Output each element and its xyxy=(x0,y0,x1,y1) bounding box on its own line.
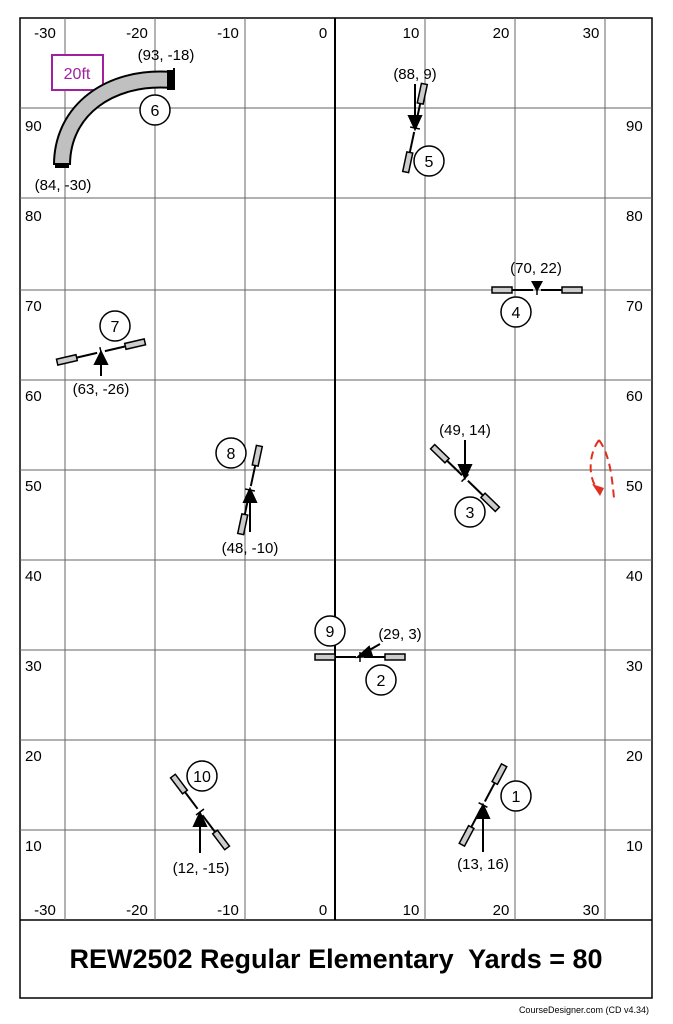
obstacle-number-4: 4 xyxy=(512,305,521,322)
y-tick-left: 80 xyxy=(25,208,42,225)
number-circle-10 xyxy=(186,760,218,792)
x-tick-top: 20 xyxy=(493,25,510,42)
obstacle-number-7: 7 xyxy=(111,319,120,336)
obstacle-number-8: 8 xyxy=(227,446,236,463)
y-tick-right: 30 xyxy=(626,658,643,675)
x-tick-bottom: 20 xyxy=(493,902,510,919)
footer-credit: CourseDesigner.com (CD v4.34) xyxy=(518,1005,649,1015)
obstacle-number-2: 2 xyxy=(377,673,386,690)
obstacle-number-10: 10 xyxy=(193,769,211,786)
y-tick-right: 80 xyxy=(626,208,643,225)
x-tick-bottom: 10 xyxy=(403,902,420,919)
y-tick-left: 50 xyxy=(25,478,42,495)
direction-arrows xyxy=(93,84,543,853)
x-tick-top: -10 xyxy=(217,25,239,42)
coord-label-4: (70, 22) xyxy=(510,260,562,277)
number-circle-9 xyxy=(314,615,346,647)
coord-label-6: (93, -18) xyxy=(138,47,195,64)
y-tick-left: 40 xyxy=(25,568,42,585)
x-tick-top: 0 xyxy=(319,25,327,42)
handler-path-loop xyxy=(589,439,615,499)
coord-label-1: (13, 16) xyxy=(457,856,509,873)
coord-label-3: (49, 14) xyxy=(439,422,491,439)
number-circle-8 xyxy=(215,437,247,469)
tunnel-6 xyxy=(53,68,175,168)
y-tick-right: 90 xyxy=(626,118,643,135)
x-tick-bottom: -10 xyxy=(217,902,239,919)
x-tick-bottom: 30 xyxy=(583,902,600,919)
course-title: REW2502 Regular Elementary Yards = 80 xyxy=(69,943,603,974)
y-tick-left: 30 xyxy=(25,658,42,675)
x-tick-bottom: -30 xyxy=(34,902,56,919)
arrowhead-icon xyxy=(592,484,604,496)
y-tick-right: 40 xyxy=(626,568,643,585)
obstacle-number-3: 3 xyxy=(466,505,475,522)
obstacle-number-6: 6 xyxy=(151,103,160,120)
number-circle-3 xyxy=(454,496,486,528)
x-tick-top: -20 xyxy=(126,25,148,42)
number-circle-7 xyxy=(99,310,131,342)
x-tick-bottom: 0 xyxy=(319,902,327,919)
y-tick-left: 60 xyxy=(25,388,42,405)
x-tick-top: 30 xyxy=(583,25,600,42)
coord-label-10: (12, -15) xyxy=(173,860,230,877)
y-tick-left: 10 xyxy=(25,838,42,855)
y-tick-right: 10 xyxy=(626,838,643,855)
number-circle-4 xyxy=(500,296,532,328)
coord-label-5: (88, 9) xyxy=(393,66,436,83)
scale-box xyxy=(51,54,104,91)
x-tick-bottom: -20 xyxy=(126,902,148,919)
y-tick-left: 70 xyxy=(25,298,42,315)
coord-label-8: (48, -10) xyxy=(222,540,279,557)
scale-label: 20ft xyxy=(64,66,91,83)
y-tick-right: 20 xyxy=(626,748,643,765)
y-tick-left: 20 xyxy=(25,748,42,765)
obstacle-number-5: 5 xyxy=(425,154,434,171)
coord-label-2: (29, 3) xyxy=(378,626,421,643)
y-tick-left: 90 xyxy=(25,118,42,135)
coord-label-7: (63, -26) xyxy=(73,381,130,398)
coord-label-6-end: (84, -30) xyxy=(35,177,92,194)
obstacle-number-9: 9 xyxy=(326,624,335,641)
obstacle-number-1: 1 xyxy=(512,789,521,806)
number-circle-2 xyxy=(365,664,397,696)
x-tick-top: 10 xyxy=(403,25,420,42)
number-circle-5 xyxy=(413,145,445,177)
number-circle-6 xyxy=(139,94,171,126)
number-circle-1 xyxy=(500,780,532,812)
x-tick-top: -30 xyxy=(34,25,56,42)
y-tick-right: 70 xyxy=(626,298,643,315)
y-tick-right: 60 xyxy=(626,388,643,405)
y-tick-right: 50 xyxy=(626,478,643,495)
